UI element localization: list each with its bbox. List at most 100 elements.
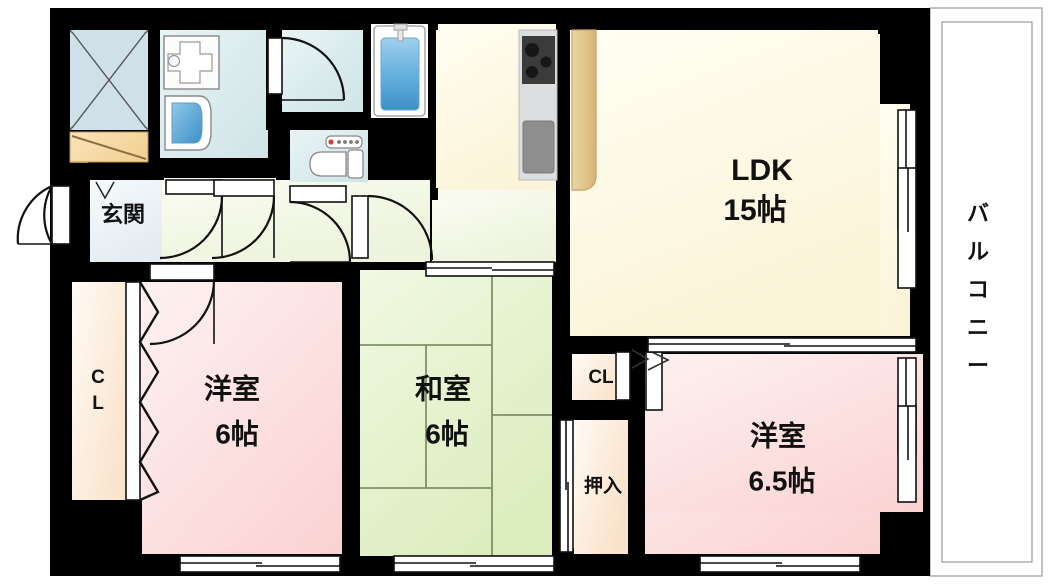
oshiire-fill bbox=[574, 420, 628, 554]
balcony-char-3: ニ bbox=[967, 315, 989, 340]
toilet-door-sill bbox=[289, 185, 347, 203]
bedroom-right-balcony-frame-2 bbox=[897, 405, 917, 503]
toilet-button-3 bbox=[349, 140, 353, 144]
sanitary-door[interactable] bbox=[211, 179, 276, 260]
bedroom-left-size: 6帖 bbox=[215, 418, 259, 449]
bathtub-faucet-stem bbox=[397, 29, 404, 42]
washroom-door-arc bbox=[159, 195, 224, 260]
washer-cross-2 bbox=[71, 31, 147, 129]
ldk-balcony-frame-2 bbox=[897, 167, 917, 289]
oshiire-label: 押入 bbox=[584, 474, 622, 497]
bedroom-right-door-panel[interactable] bbox=[645, 351, 663, 411]
toilet-button-2 bbox=[343, 140, 347, 144]
balcony-area bbox=[929, 7, 1043, 577]
toilet-indicator bbox=[328, 139, 334, 145]
closet-mid-door[interactable] bbox=[615, 349, 650, 401]
bedroom-left-fill bbox=[142, 282, 342, 554]
washbasin-vanity bbox=[163, 35, 220, 90]
bedroom-left-bottom-frame bbox=[179, 555, 341, 573]
ldk-size: 15帖 bbox=[723, 194, 786, 227]
sanitary-door-arc bbox=[211, 195, 276, 260]
kitchen-wood-counter bbox=[571, 29, 597, 191]
corridor-right-fill bbox=[432, 200, 556, 262]
closet-mid-door-arrow bbox=[631, 349, 650, 369]
washitsu-bottom-frame bbox=[393, 555, 555, 573]
ldk-floor-main bbox=[570, 36, 880, 336]
bath-door-arc bbox=[281, 36, 346, 101]
oshiire-sliding-doors[interactable] bbox=[559, 419, 574, 553]
washroom-door[interactable] bbox=[159, 179, 224, 260]
genkan-step-chevron bbox=[95, 181, 115, 200]
window-bedroom-right-top[interactable] bbox=[647, 337, 917, 353]
balcony-label: バ ル コ ニ ー bbox=[967, 201, 989, 378]
entrance-door-swing bbox=[16, 184, 53, 245]
bedroom-right-door-arrow bbox=[647, 349, 670, 371]
balcony-char-0: バ bbox=[967, 201, 989, 226]
stove-burner-1 bbox=[525, 43, 539, 57]
shower-unit-inner bbox=[171, 102, 203, 144]
window-washitsu-bottom[interactable] bbox=[393, 555, 555, 573]
bath-fill bbox=[282, 32, 363, 112]
ldk-label: LDK bbox=[731, 154, 793, 187]
bedroom-right-fill-upper bbox=[645, 354, 923, 512]
washitsu-label: 和室 bbox=[415, 372, 471, 404]
closet-left-door-frame bbox=[125, 281, 141, 501]
ldk-door-panel[interactable] bbox=[351, 195, 369, 259]
bathtub-faucet-head bbox=[393, 23, 408, 31]
bathtub bbox=[373, 23, 426, 117]
stove-burner-2 bbox=[540, 56, 552, 68]
entrance-door[interactable] bbox=[16, 184, 71, 245]
genkan-label: 玄関 bbox=[101, 202, 145, 227]
bedroom-left-door[interactable] bbox=[149, 263, 216, 346]
bedroom-right-top-frame bbox=[647, 337, 917, 353]
kitchen-counter-unit bbox=[518, 29, 558, 181]
washitsu-door-frame bbox=[425, 261, 555, 277]
bedroom-right-door[interactable] bbox=[645, 349, 670, 411]
bedroom-right-label: 洋室 bbox=[750, 419, 806, 451]
closet-left-label-c: C bbox=[91, 367, 105, 388]
closet-mid-door-frame bbox=[615, 351, 631, 401]
balcony-inner-outline bbox=[941, 21, 1033, 563]
ldk-door[interactable] bbox=[351, 194, 434, 261]
shoebox-diagonal bbox=[71, 135, 147, 160]
closet-left-folding-door[interactable] bbox=[125, 281, 160, 502]
window-bedroom-right-bottom[interactable] bbox=[699, 555, 861, 573]
washitsu-fill bbox=[360, 270, 552, 556]
shower-unit bbox=[164, 95, 212, 151]
toilet-door-arc bbox=[289, 200, 352, 263]
window-bedroom-right-balcony[interactable] bbox=[897, 357, 917, 503]
washitsu-sliding-door[interactable] bbox=[425, 261, 555, 277]
balcony-char-4: ー bbox=[967, 353, 989, 378]
kitchen-sink bbox=[522, 120, 555, 174]
basin-cross-shape bbox=[167, 41, 213, 84]
basin-bowl bbox=[167, 54, 181, 68]
entrance-door-arc bbox=[43, 185, 53, 245]
bath-door-panel[interactable] bbox=[267, 37, 283, 95]
bedroom-left-door-arc bbox=[149, 279, 216, 346]
toilet-bowl bbox=[309, 151, 347, 177]
bath-door[interactable] bbox=[267, 36, 346, 101]
balcony-char-2: コ bbox=[967, 277, 989, 302]
washitsu-size: 6帖 bbox=[425, 418, 469, 449]
bathtub-basin bbox=[380, 37, 420, 111]
closet-left-label-l: L bbox=[92, 393, 104, 414]
toilet bbox=[309, 135, 364, 179]
window-bedroom-left-bottom[interactable] bbox=[179, 555, 341, 573]
bedroom-left-label: 洋室 bbox=[204, 372, 260, 404]
entrance-door-panel[interactable] bbox=[51, 185, 71, 245]
toilet-button-4 bbox=[355, 140, 359, 144]
toilet-button-1 bbox=[337, 140, 341, 144]
ldk-door-arc bbox=[367, 194, 434, 261]
stove-burner-3 bbox=[526, 66, 538, 78]
closet-left-fold-zigzag bbox=[138, 281, 160, 502]
balcony-char-1: ル bbox=[967, 239, 989, 264]
toilet-door[interactable] bbox=[289, 185, 352, 263]
shoebox-fill bbox=[69, 131, 149, 163]
toilet-cistern bbox=[347, 149, 364, 179]
window-ldk-balcony[interactable] bbox=[897, 109, 917, 289]
sanitary-door-sill bbox=[213, 179, 275, 197]
bedroom-left-door-sill bbox=[149, 263, 215, 281]
tatami-mat-lines bbox=[360, 270, 552, 556]
bedroom-right-size: 6.5帖 bbox=[749, 465, 816, 496]
